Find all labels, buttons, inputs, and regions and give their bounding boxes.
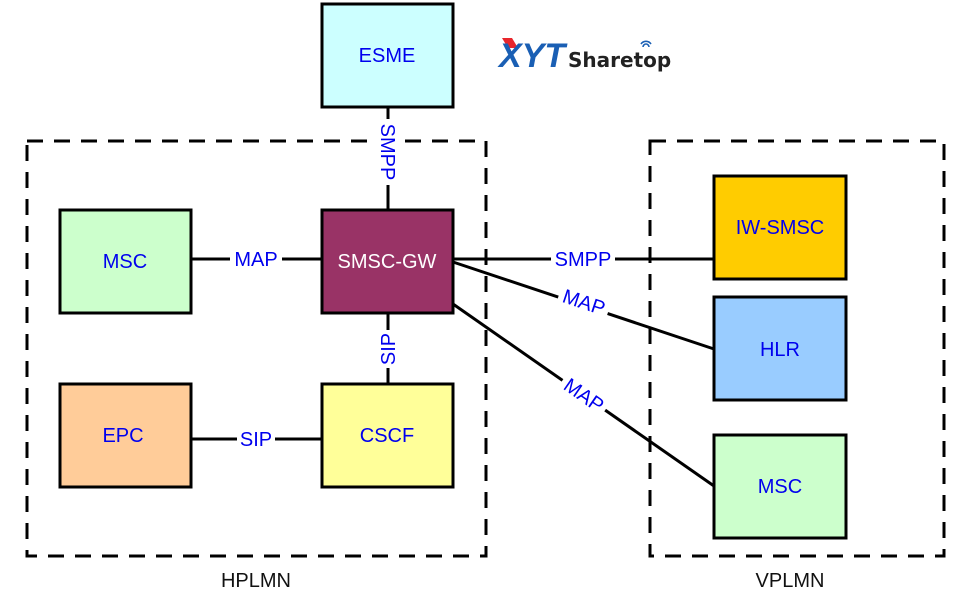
vplmn-zone [648,139,946,558]
node-msc-visited-label: MSC [758,476,802,498]
edge-label-smsc-cscf: SIP [378,333,400,365]
logo-name: Sharetop [568,48,671,72]
edge-label-epc-cscf: SIP [240,429,272,451]
edge-label-msc-smsc: MAP [234,249,277,271]
node-esme: ESME [320,2,455,109]
sharetop-logo: XYT Sharetop [497,37,671,75]
node-msc-visited: MSC [712,433,848,540]
node-cscf-label: CSCF [360,425,414,447]
node-iw-smsc: IW-SMSC [712,174,848,281]
node-cscf: CSCF [320,382,455,489]
hplmn-label: HPLMN [221,570,291,592]
logo-mark: XYT [497,37,568,75]
logo-red-slash-icon [502,38,518,48]
node-smsc-gw-label: SMSC-GW [338,251,437,273]
node-smsc-gw: SMSC-GW [320,208,455,315]
edge-label-esme-smsc: SMPP [376,124,398,181]
node-hlr: HLR [712,295,848,402]
node-esme-label: ESME [359,45,416,67]
node-epc: EPC [58,382,193,489]
node-hlr-label: HLR [760,339,800,361]
node-iw-smsc-label: IW-SMSC [736,217,825,239]
node-msc-home-label: MSC [103,251,147,273]
wifi-signal-icon [640,40,652,48]
vplmn-label: VPLMN [756,570,825,592]
node-epc-label: EPC [102,425,143,447]
hplmn-zone [25,139,488,558]
edge-label-smsc-hlr: MAP [560,286,608,321]
edge-label-smsc-iwsmsc: SMPP [555,249,612,271]
node-msc-home: MSC [58,208,193,315]
